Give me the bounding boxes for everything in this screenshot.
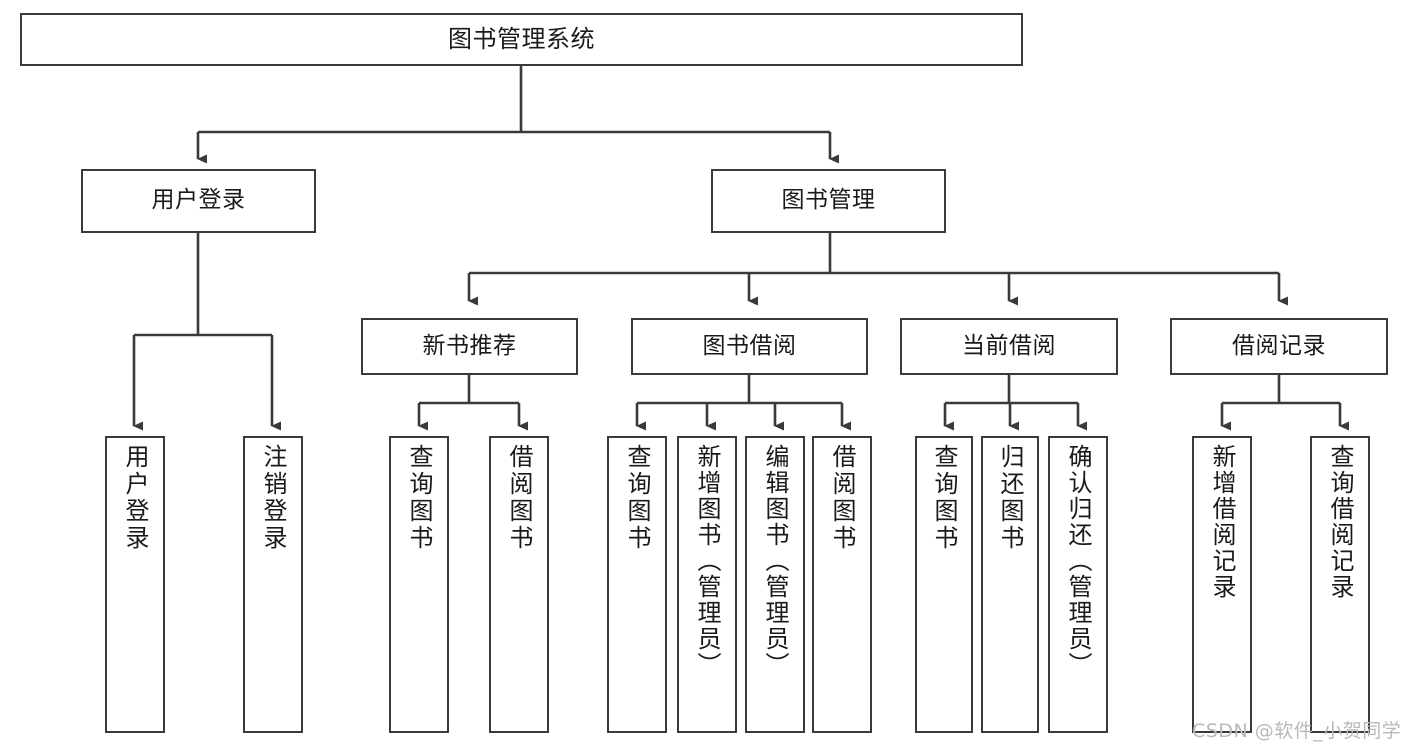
leaf-borrow-query-book[interactable]: 查询图书 xyxy=(607,436,667,733)
node-label: 新增借阅记录 xyxy=(1208,444,1236,600)
node-label: 借阅图书 xyxy=(828,444,856,552)
node-label: 借阅记录 xyxy=(1232,332,1326,359)
node-label: 用户登录 xyxy=(121,444,149,552)
node-user-login[interactable]: 用户登录 xyxy=(81,169,316,233)
node-label: 用户登录 xyxy=(151,187,246,214)
leaf-record-query-borrow-record[interactable]: 查询借阅记录 xyxy=(1310,436,1370,733)
leaf-current-query-book[interactable]: 查询图书 xyxy=(915,436,973,733)
node-book-borrow[interactable]: 图书借阅 xyxy=(631,318,868,375)
leaf-current-return-book[interactable]: 归还图书 xyxy=(981,436,1039,733)
node-label: 查询借阅记录 xyxy=(1326,444,1354,600)
node-borrow-record[interactable]: 借阅记录 xyxy=(1170,318,1388,375)
node-current-borrow[interactable]: 当前借阅 xyxy=(900,318,1118,375)
node-label: 图书借阅 xyxy=(702,332,797,359)
node-label: 新增图书（管理员） xyxy=(693,444,721,678)
node-new-book-recommend[interactable]: 新书推荐 xyxy=(361,318,578,375)
node-root-system[interactable]: 图书管理系统 xyxy=(20,13,1023,66)
leaf-borrow-add-book-admin[interactable]: 新增图书（管理员） xyxy=(677,436,737,733)
node-label: 查询图书 xyxy=(930,444,958,552)
node-label: 确认归还（管理员） xyxy=(1064,444,1092,678)
leaf-user-login-signin[interactable]: 用户登录 xyxy=(105,436,165,733)
leaf-borrow-edit-book-admin[interactable]: 编辑图书（管理员） xyxy=(745,436,805,733)
node-label: 编辑图书（管理员） xyxy=(761,444,789,678)
node-label: 查询图书 xyxy=(623,444,651,552)
leaf-borrow-borrow-book[interactable]: 借阅图书 xyxy=(812,436,872,733)
node-book-management[interactable]: 图书管理 xyxy=(711,169,946,233)
leaf-new-book-borrow[interactable]: 借阅图书 xyxy=(489,436,549,733)
leaf-record-add-borrow-record[interactable]: 新增借阅记录 xyxy=(1192,436,1252,733)
leaf-current-confirm-return-admin[interactable]: 确认归还（管理员） xyxy=(1048,436,1108,733)
node-label: 图书管理系统 xyxy=(448,25,595,54)
leaf-new-book-query[interactable]: 查询图书 xyxy=(389,436,449,733)
node-label: 归还图书 xyxy=(996,444,1024,552)
node-label: 注销登录 xyxy=(259,444,287,552)
node-label: 当前借阅 xyxy=(962,332,1056,359)
node-label: 新书推荐 xyxy=(422,332,517,359)
node-label: 图书管理 xyxy=(781,187,876,214)
node-label: 借阅图书 xyxy=(505,444,533,552)
node-label: 查询图书 xyxy=(405,444,433,552)
watermark-text: CSDN @软件_小贺同学 xyxy=(1192,720,1402,742)
leaf-user-login-signout[interactable]: 注销登录 xyxy=(243,436,303,733)
